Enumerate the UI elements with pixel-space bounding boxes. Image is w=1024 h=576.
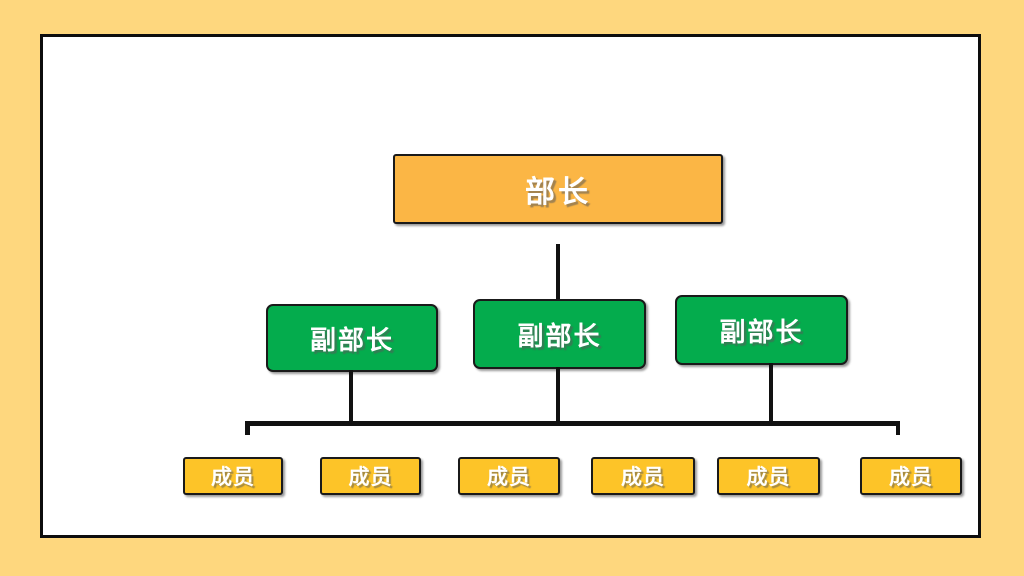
- org-node-vice-minister-1[interactable]: 副部长: [266, 304, 438, 372]
- connector-bracket-right-hook: [895, 421, 900, 435]
- org-node-member-5[interactable]: 成员: [717, 457, 820, 495]
- connector-root-vertical: [556, 244, 560, 300]
- org-node-member-1[interactable]: 成员: [183, 457, 283, 495]
- org-node-member-3[interactable]: 成员: [458, 457, 560, 495]
- org-node-member-4[interactable]: 成员: [591, 457, 695, 495]
- org-node-vice-minister-3[interactable]: 副部长: [675, 295, 848, 365]
- org-node-minister[interactable]: 部长: [393, 154, 723, 224]
- connector-bracket-left-hook: [245, 421, 250, 435]
- connector-deputy3-vertical: [769, 363, 773, 423]
- org-node-vice-minister-2[interactable]: 副部长: [473, 299, 646, 369]
- org-node-member-2[interactable]: 成员: [320, 457, 421, 495]
- connector-horizontal-bracket: [245, 421, 900, 426]
- chart-canvas: 部长 副部长 副部长 副部长 成员 成员 成员 成员 成员 成员: [40, 34, 981, 538]
- connector-deputy1-vertical: [349, 370, 353, 423]
- org-node-member-6[interactable]: 成员: [860, 457, 962, 495]
- connector-deputy2-vertical: [556, 367, 560, 423]
